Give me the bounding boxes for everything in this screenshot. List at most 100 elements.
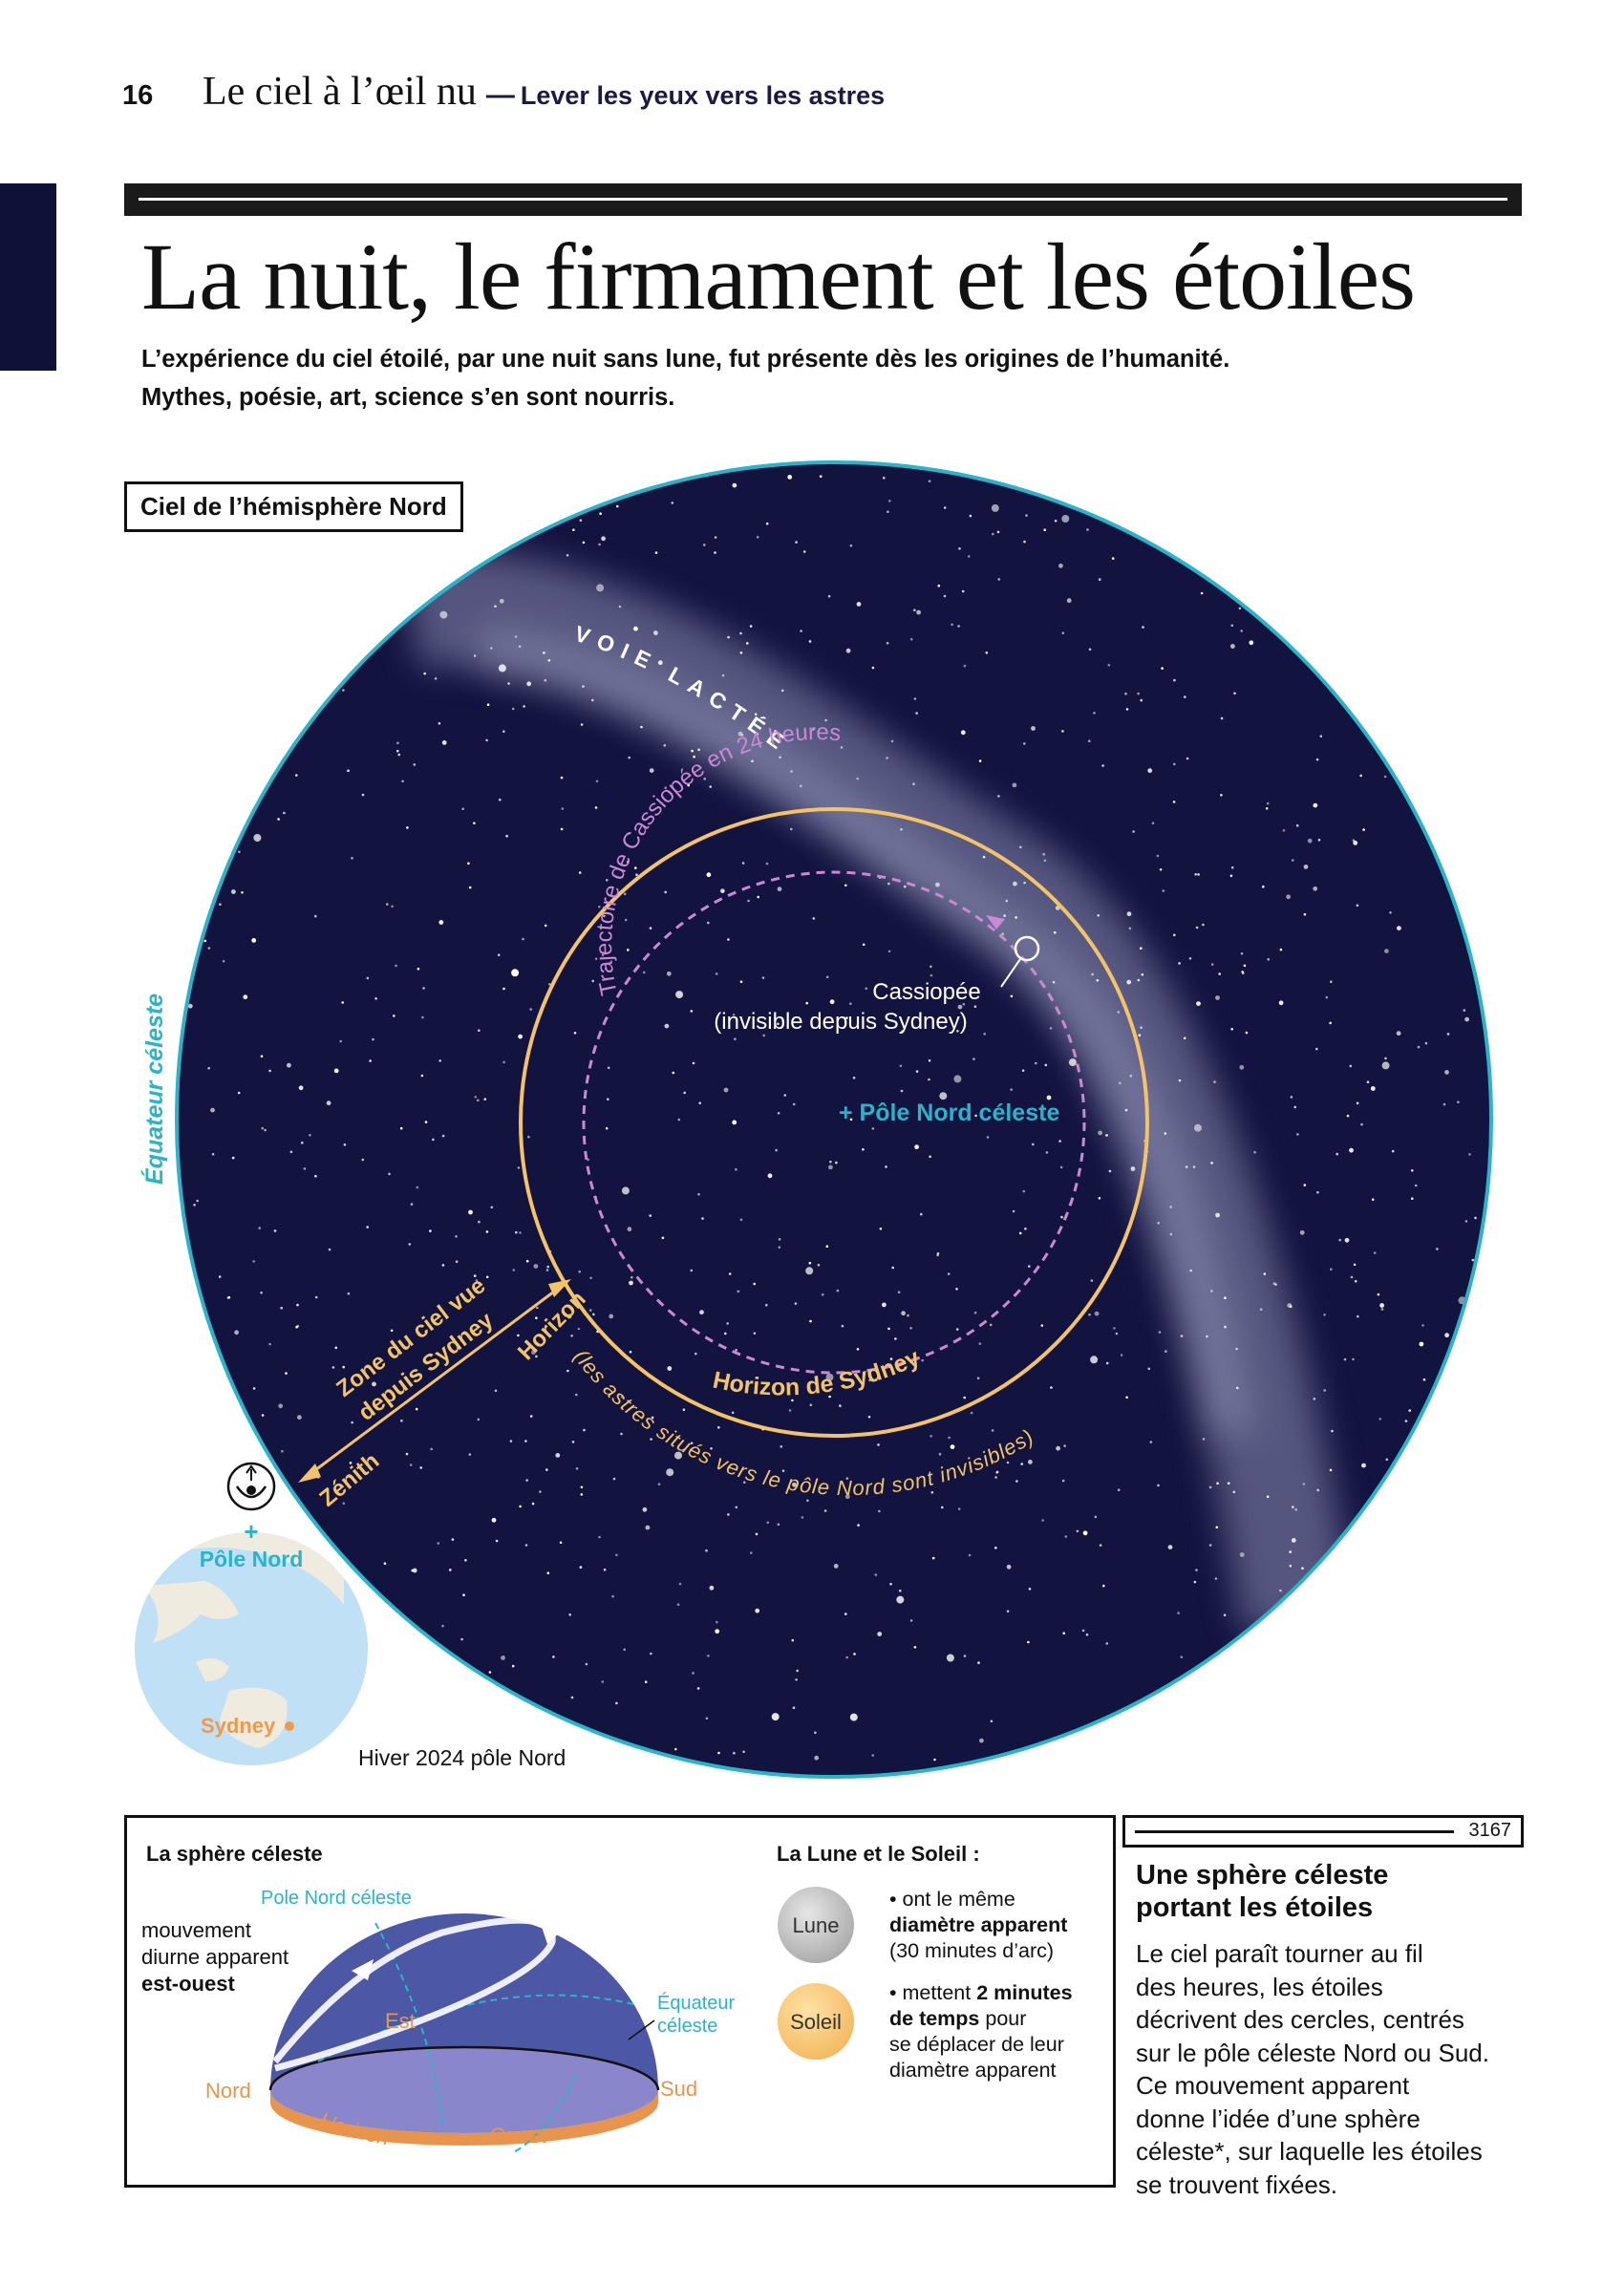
sidebar-line: sur le pôle céleste Nord ou Sud. bbox=[1136, 2038, 1489, 2067]
star bbox=[1379, 1303, 1384, 1308]
sun-label: Soleil bbox=[790, 2010, 842, 2034]
zone-arrow-head-zenith bbox=[298, 1463, 321, 1483]
star bbox=[599, 512, 602, 515]
star bbox=[525, 1479, 528, 1482]
sydney-dot bbox=[285, 1721, 294, 1731]
star bbox=[990, 1720, 994, 1723]
star bbox=[1424, 1041, 1428, 1045]
star bbox=[657, 1483, 661, 1485]
star bbox=[544, 924, 547, 928]
star bbox=[750, 1551, 753, 1554]
star bbox=[372, 1381, 376, 1387]
star bbox=[958, 547, 961, 550]
star bbox=[545, 1269, 549, 1271]
star bbox=[1197, 873, 1200, 876]
star bbox=[644, 1680, 648, 1683]
star bbox=[1177, 1612, 1180, 1614]
star bbox=[432, 1138, 435, 1142]
star bbox=[434, 677, 438, 680]
star bbox=[1292, 1506, 1294, 1508]
star bbox=[972, 1058, 975, 1060]
star bbox=[1141, 972, 1144, 976]
star bbox=[735, 1348, 737, 1352]
star bbox=[383, 1562, 387, 1565]
star bbox=[526, 681, 532, 687]
star bbox=[468, 1453, 472, 1456]
star bbox=[1316, 1488, 1319, 1492]
star bbox=[1235, 1347, 1238, 1351]
star bbox=[654, 551, 658, 554]
star bbox=[1169, 1232, 1173, 1236]
star bbox=[753, 1332, 757, 1335]
star bbox=[762, 1034, 765, 1037]
star bbox=[287, 1062, 291, 1068]
star bbox=[328, 1248, 331, 1251]
sidebar-title-line2: portant les étoiles bbox=[1136, 1892, 1374, 1923]
star bbox=[727, 1513, 730, 1516]
star bbox=[1023, 742, 1026, 745]
star bbox=[995, 1470, 999, 1474]
star bbox=[742, 1750, 745, 1754]
sky-map-caption: Hiver 2024 pôle Nord bbox=[358, 1745, 566, 1770]
star bbox=[862, 943, 865, 947]
star bbox=[1099, 1544, 1102, 1547]
star bbox=[723, 1087, 729, 1093]
star bbox=[620, 1432, 623, 1436]
star bbox=[1279, 1589, 1282, 1592]
star bbox=[650, 1652, 652, 1656]
star bbox=[967, 555, 971, 558]
cassiopeia-trajectory bbox=[582, 870, 1086, 1375]
star bbox=[1286, 894, 1291, 900]
star bbox=[1061, 515, 1070, 523]
star bbox=[1384, 949, 1389, 953]
star bbox=[603, 914, 606, 918]
star bbox=[1215, 1212, 1220, 1218]
star bbox=[1042, 853, 1045, 856]
star bbox=[297, 1415, 302, 1421]
star bbox=[342, 1365, 346, 1369]
star bbox=[227, 1295, 231, 1299]
star bbox=[909, 637, 913, 641]
star bbox=[1162, 889, 1165, 892]
moon-label: Lune bbox=[793, 1913, 840, 1937]
star bbox=[1129, 1075, 1133, 1078]
star bbox=[889, 1357, 893, 1360]
star bbox=[683, 1091, 686, 1095]
star bbox=[687, 783, 690, 787]
star bbox=[609, 1314, 614, 1319]
star bbox=[943, 506, 947, 509]
star bbox=[732, 1120, 737, 1125]
star bbox=[439, 610, 448, 619]
star bbox=[1151, 822, 1155, 824]
star bbox=[1169, 1206, 1172, 1208]
star bbox=[1263, 1272, 1267, 1275]
star bbox=[664, 786, 667, 789]
star bbox=[207, 947, 211, 950]
star bbox=[1128, 927, 1132, 930]
star bbox=[629, 1350, 632, 1354]
star bbox=[741, 862, 745, 865]
star bbox=[997, 795, 1000, 798]
star bbox=[985, 652, 989, 654]
star bbox=[1105, 1134, 1108, 1137]
star bbox=[460, 1637, 463, 1641]
sidebar-title-line1: Une sphère céleste bbox=[1136, 1860, 1389, 1891]
star bbox=[1240, 951, 1244, 955]
star bbox=[992, 532, 994, 536]
star bbox=[1088, 648, 1092, 652]
star bbox=[461, 807, 465, 811]
star bbox=[391, 905, 394, 908]
star bbox=[1010, 1088, 1013, 1091]
star bbox=[1044, 1063, 1048, 1067]
star bbox=[732, 482, 737, 488]
star bbox=[1329, 1021, 1332, 1025]
star bbox=[957, 625, 960, 628]
star bbox=[295, 1325, 298, 1329]
star bbox=[699, 1310, 704, 1315]
star bbox=[1317, 839, 1321, 842]
cassiopeia-label: Cassiopée bbox=[872, 979, 980, 1005]
star bbox=[243, 994, 248, 1000]
star bbox=[1315, 758, 1319, 761]
star bbox=[559, 1541, 563, 1545]
star bbox=[1025, 514, 1028, 517]
